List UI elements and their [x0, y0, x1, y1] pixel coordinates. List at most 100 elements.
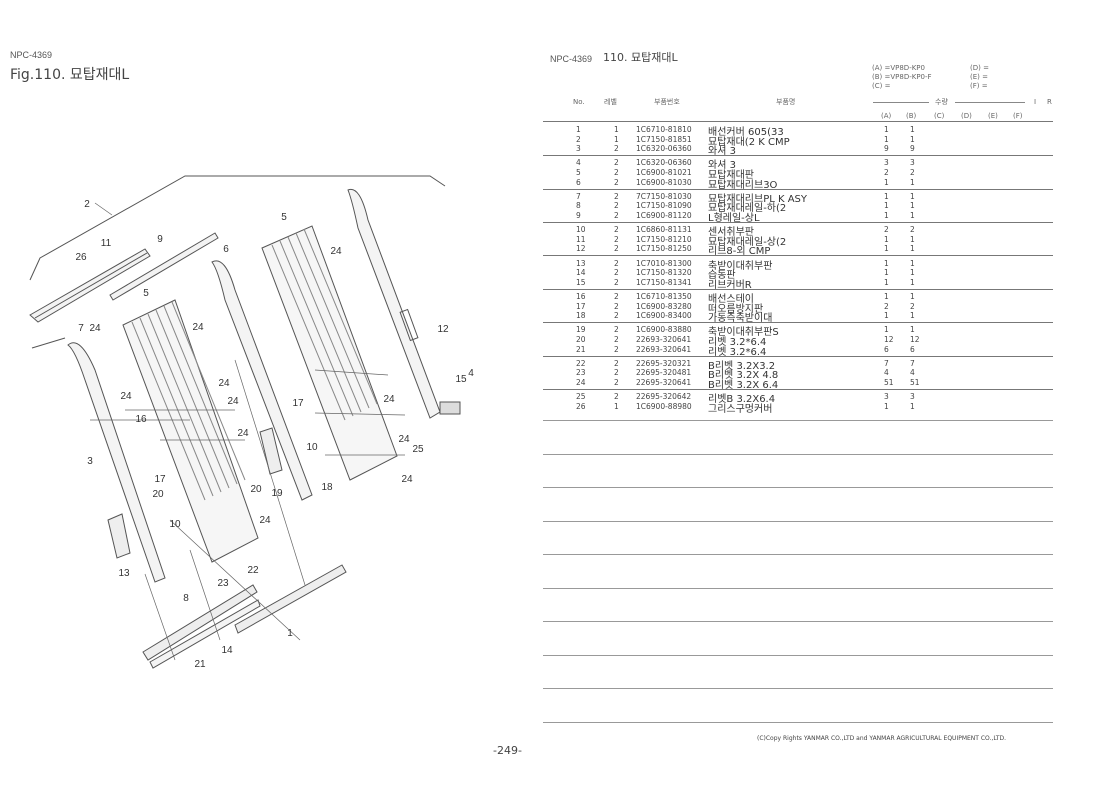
qty-b: 1 — [910, 177, 915, 187]
callout-label: 24 — [401, 474, 413, 485]
qty-a: 1 — [884, 311, 889, 321]
qty-b: 1 — [910, 244, 915, 254]
part-number: 1C7150-81851 — [636, 134, 692, 144]
part-number: 1C7150-81320 — [636, 268, 692, 278]
row-level: 2 — [614, 258, 619, 268]
row-level: 2 — [614, 368, 619, 378]
part-number: 1C7010-81300 — [636, 258, 692, 268]
callout-label: 14 — [221, 645, 233, 656]
row-number: 16 — [576, 292, 586, 301]
qty-b: 2 — [910, 301, 915, 311]
callout-label: 9 — [157, 234, 163, 245]
part-number: 1C6900-83280 — [636, 301, 692, 311]
callout-label: 25 — [412, 444, 424, 455]
row-number: 8 — [576, 201, 581, 211]
part-number: 22695-320642 — [636, 392, 692, 402]
group-divider — [543, 222, 1053, 223]
row-level: 2 — [614, 177, 619, 187]
callout-label: 18 — [321, 482, 333, 493]
part-number: 1C7150-81210 — [636, 234, 692, 244]
qty-a: 9 — [884, 144, 889, 154]
callout-label: 7 — [78, 323, 84, 334]
qty-b: 1 — [910, 191, 915, 201]
qty-b: 1 — [910, 258, 915, 268]
qty-b: 1 — [910, 311, 915, 321]
right-page-code: NPC-4369 — [550, 54, 593, 64]
part-name: 축받이대취부판 — [708, 260, 773, 272]
row-level: 2 — [614, 144, 619, 154]
part-name: 센서취부판 — [708, 227, 754, 239]
callout-label: 24 — [120, 391, 132, 402]
header-i: I — [1034, 98, 1037, 106]
part-number: 1C6320-06360 — [636, 158, 692, 168]
part-name: 떠오름방지판 — [708, 303, 764, 315]
empty-row-line — [543, 520, 1053, 522]
empty-row-line — [543, 688, 1053, 689]
callout-label: 5 — [143, 288, 149, 299]
qty-a: 2 — [884, 168, 889, 177]
header-no: No. — [573, 98, 585, 106]
row-number: 26 — [576, 401, 586, 411]
part-name: 리브커버R — [708, 279, 752, 291]
row-number: 17 — [576, 301, 586, 311]
part-name: 습동판 — [708, 270, 736, 282]
part-name: 와셔 3 — [708, 160, 736, 172]
row-number: 3 — [576, 144, 581, 154]
part-name: 묘탑재대판 — [708, 170, 754, 181]
part-name: 그리스구멍커버 — [708, 403, 773, 415]
callout-label: 23 — [217, 578, 229, 589]
callout-label: 4 — [468, 368, 474, 379]
row-number: 21 — [576, 344, 586, 354]
part-number: 1C6900-83400 — [636, 311, 692, 321]
callout-label: 15 — [455, 374, 467, 385]
qty-b: 51 — [910, 378, 920, 387]
qty-a: 1 — [884, 258, 889, 268]
callout-label: 5 — [281, 212, 287, 223]
callout-label: 24 — [227, 396, 239, 407]
empty-row-line — [543, 721, 1053, 723]
part-name: 배선커버 605(33 — [708, 127, 784, 138]
part-name: L형레일-상L — [708, 213, 760, 224]
part-name: 축받이대취부판S — [708, 327, 779, 339]
model-e: (E) = — [970, 73, 988, 81]
row-number: 14 — [576, 268, 586, 278]
row-level: 2 — [614, 325, 619, 335]
row-number: 1 — [576, 125, 581, 134]
row-number: 19 — [576, 325, 586, 335]
part-name: 가동측축받이대 — [708, 313, 773, 325]
row-level: 2 — [614, 358, 619, 368]
qty-b: 9 — [910, 144, 915, 154]
empty-row-line — [543, 587, 1053, 589]
header-quantity: 수량 — [935, 98, 948, 106]
model-f: (F) = — [970, 82, 988, 90]
qty-b: 1 — [910, 134, 915, 144]
qty-b: 3 — [910, 158, 915, 168]
part-number: 1C6900-88980 — [636, 401, 692, 411]
row-number: 12 — [576, 244, 586, 254]
empty-row-line — [543, 654, 1053, 656]
callout-label: 24 — [259, 515, 271, 526]
empty-row-line — [543, 420, 1053, 421]
part-number: 1C6900-81120 — [636, 211, 692, 220]
page-number: -249- — [493, 744, 522, 757]
left-page-code: NPC-4369 — [10, 50, 53, 60]
qty-b: 3 — [910, 392, 915, 402]
row-number: 25 — [576, 392, 586, 402]
part-number: 22695-320321 — [636, 358, 692, 368]
empty-row-line — [543, 487, 1053, 488]
row-number: 11 — [576, 234, 586, 244]
empty-row-line — [543, 621, 1053, 622]
qty-a: 6 — [884, 344, 889, 354]
row-level: 1 — [614, 401, 619, 411]
callout-label: 16 — [135, 414, 147, 425]
qty-a: 1 — [884, 125, 889, 134]
callout-label: 20 — [250, 484, 262, 495]
qty-b: 6 — [910, 344, 915, 354]
qty-a: 1 — [884, 268, 889, 278]
